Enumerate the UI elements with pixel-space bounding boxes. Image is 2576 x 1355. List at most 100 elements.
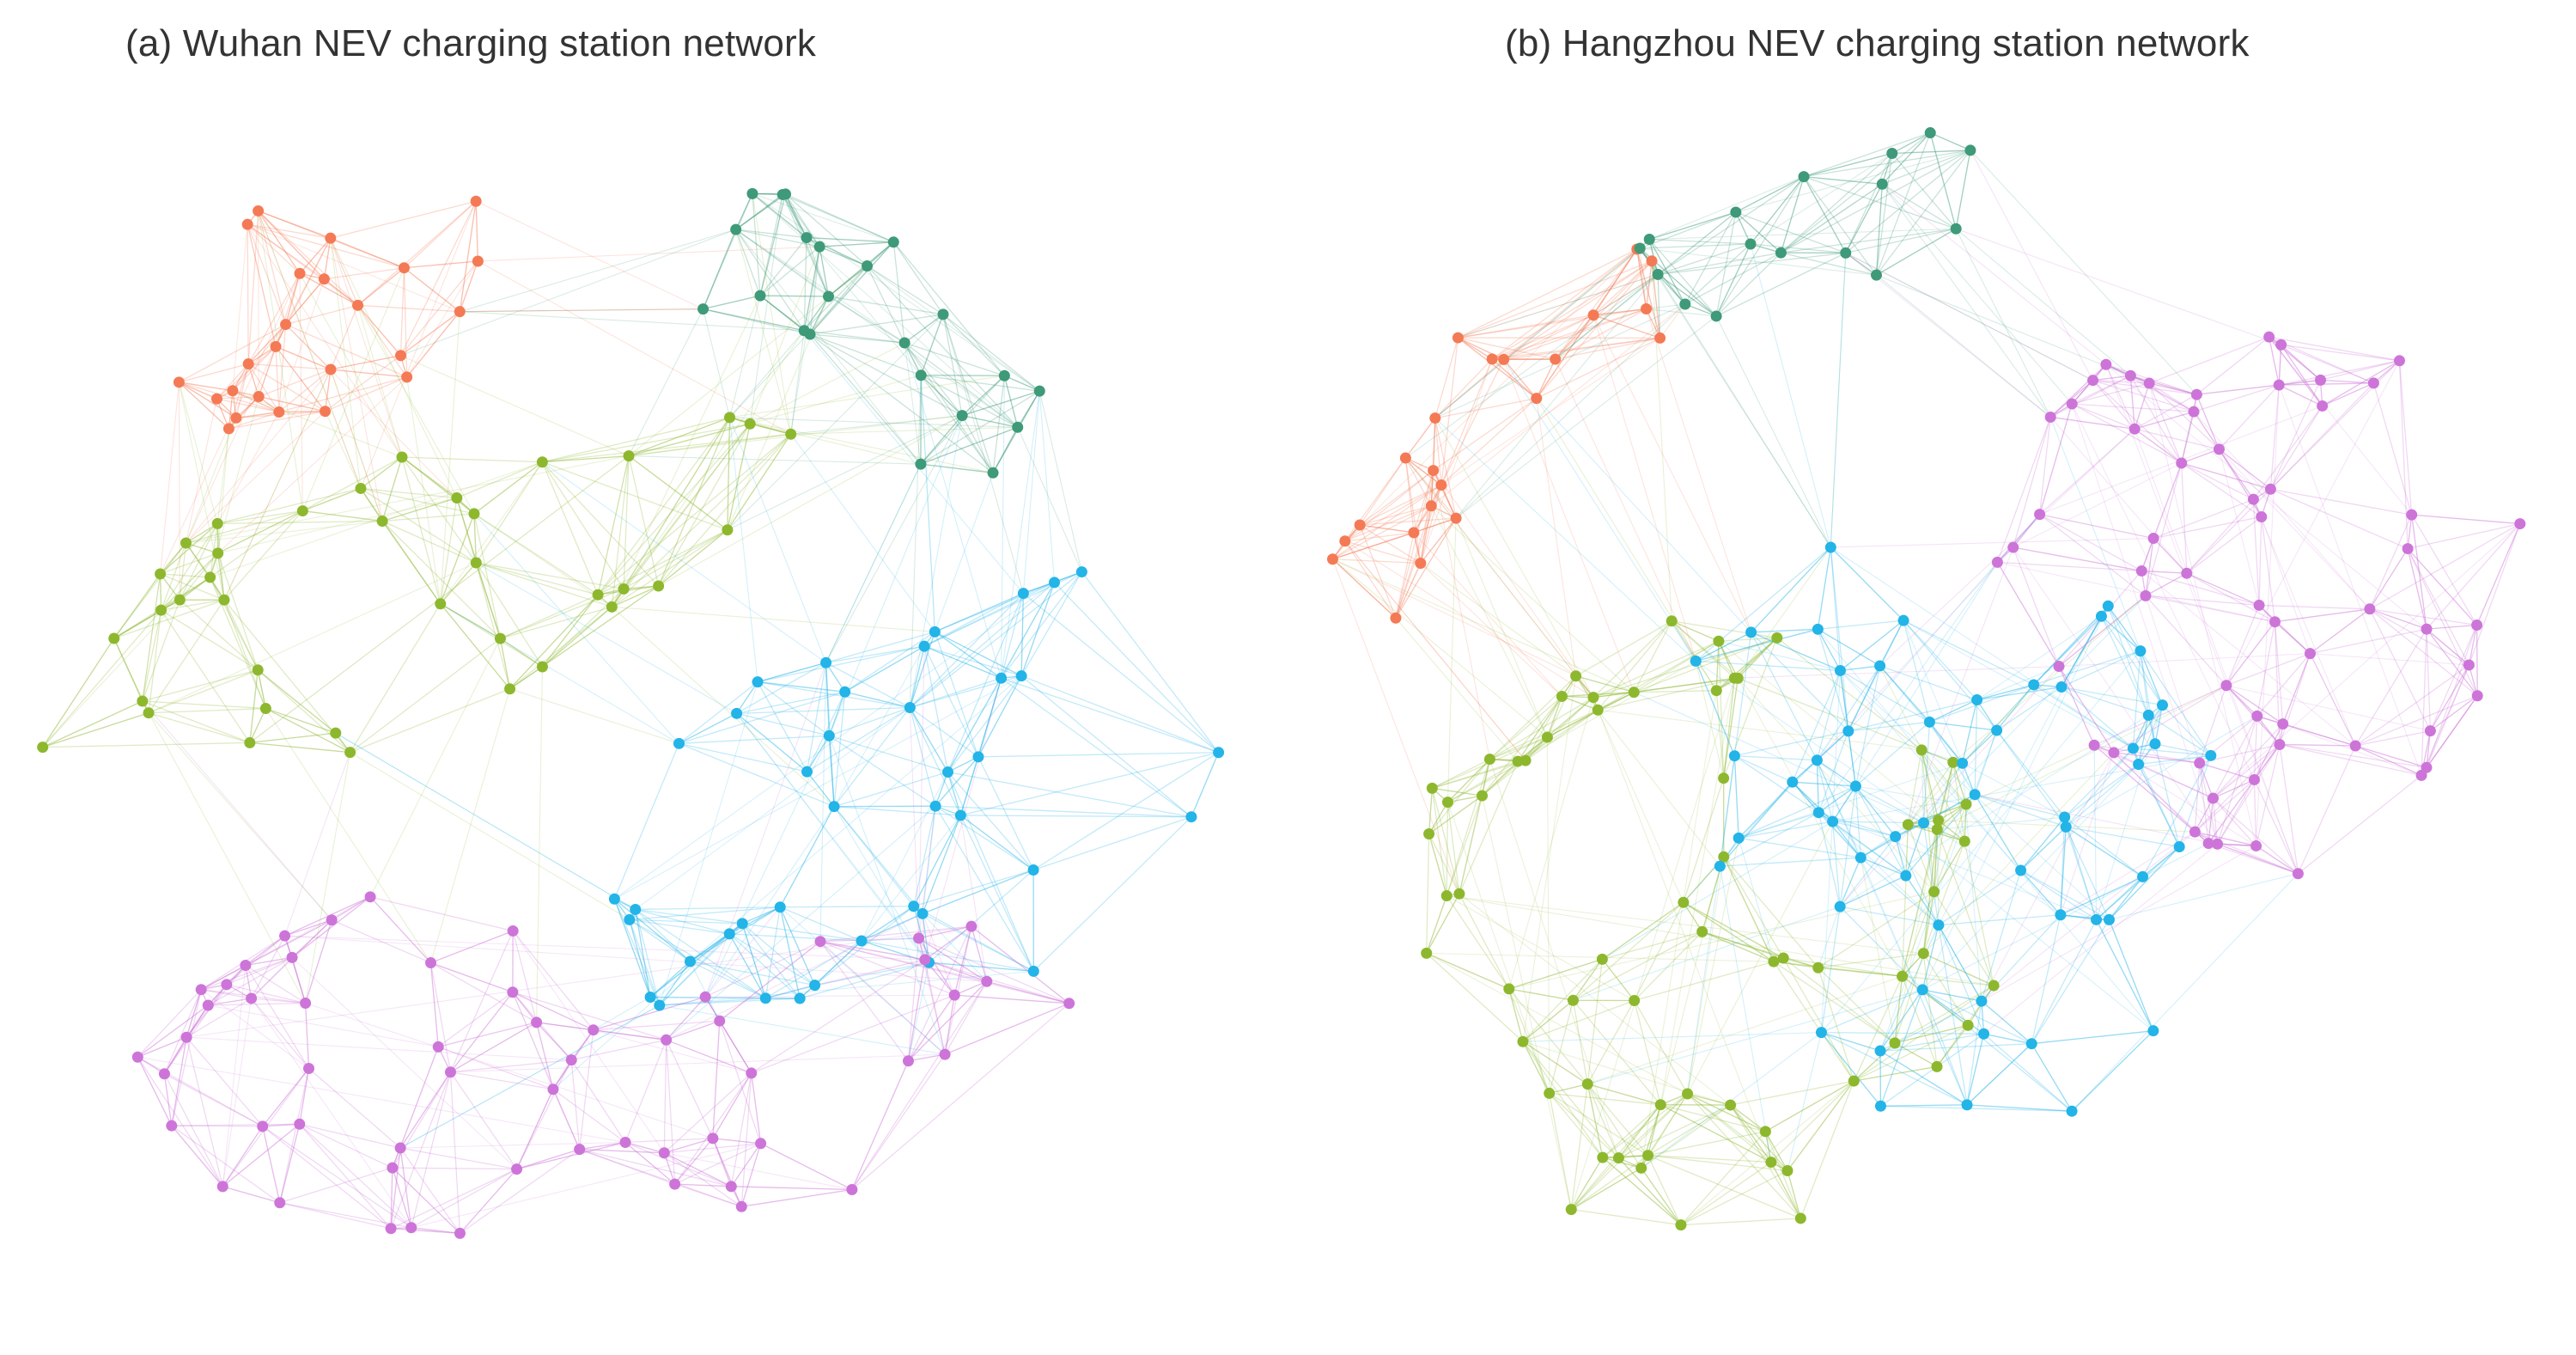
edge-teal: [1875, 184, 1883, 276]
node-orange: [325, 363, 337, 375]
edge-cyan: [828, 735, 835, 807]
edge-olive: [1894, 976, 1903, 1043]
node-teal: [813, 241, 825, 253]
node-teal: [746, 187, 758, 199]
edge-olive: [186, 542, 218, 554]
edge-olive: [1702, 931, 1784, 959]
node-violet: [2066, 398, 2078, 410]
edge-olive: [249, 669, 259, 743]
edge-olive: [1647, 1131, 1766, 1157]
edge-cyan: [1734, 755, 1793, 783]
edge-olive: [475, 562, 502, 639]
node-orange: [320, 406, 332, 418]
edge-olive: [1634, 637, 1778, 693]
edge-violet: [2071, 403, 2255, 780]
edge-cyan: [2108, 876, 2144, 920]
node-violet: [195, 984, 207, 996]
edge-bridge: [429, 688, 511, 963]
edge-violet: [2407, 548, 2427, 630]
node-violet: [202, 999, 214, 1011]
node-cyan: [839, 686, 851, 698]
node-olive: [1771, 632, 1783, 644]
edge-cyan: [690, 923, 743, 962]
edge-violet: [907, 959, 926, 1061]
edge-cyan: [929, 961, 1034, 973]
edge-cyan: [923, 645, 1002, 679]
node-violet: [274, 1197, 286, 1209]
node-orange: [294, 267, 306, 279]
edge-violet: [954, 994, 1069, 1004]
edge-cyan: [1817, 629, 1842, 671]
edge-violet: [284, 935, 925, 961]
edge-violet: [137, 1056, 264, 1127]
edge-cyan: [1839, 875, 1907, 907]
edge-cyan: [1191, 752, 1220, 817]
node-violet: [364, 891, 376, 903]
edge-orange: [1332, 532, 1415, 560]
edge-olive: [541, 588, 624, 668]
edge-orange: [299, 237, 332, 274]
edge-cyan: [741, 923, 766, 998]
node-teal: [822, 290, 834, 302]
edge-orange: [357, 304, 460, 313]
edge-bridge: [611, 330, 805, 607]
edge-teal: [1929, 132, 1957, 229]
edge-cyan: [679, 735, 830, 744]
edge-violet: [2129, 375, 2135, 430]
edge-bridge: [478, 260, 791, 435]
edge-cyan: [1922, 989, 1982, 1002]
edge-violet: [251, 998, 309, 1069]
edge-violet: [2468, 523, 2521, 666]
node-orange: [472, 255, 484, 267]
edge-bridge: [1818, 562, 1998, 814]
edge-violet: [304, 1003, 310, 1069]
edge-violet: [2310, 608, 2371, 655]
edge-violet: [2279, 653, 2311, 745]
edge-olive: [542, 455, 630, 463]
edge-violet: [2186, 572, 2260, 607]
node-cyan: [2147, 1025, 2159, 1037]
edge-orange: [1592, 314, 1660, 339]
edge-cyan: [1921, 764, 2139, 991]
edge-cyan: [1848, 620, 1904, 732]
edge-olive: [1587, 1083, 1661, 1106]
edge-bridge: [1907, 546, 2014, 825]
edge-cyan: [2031, 1030, 2153, 1045]
node-violet: [2176, 457, 2188, 469]
node-orange: [253, 204, 265, 217]
edge-cyan: [1831, 821, 1841, 907]
edge-violet: [251, 998, 412, 1229]
edge-violet: [2369, 608, 2469, 666]
edge-olive: [360, 488, 383, 522]
edge-violet: [2208, 744, 2281, 844]
edge-bridge: [612, 606, 935, 632]
node-violet: [2248, 773, 2260, 785]
edge-olive: [113, 542, 186, 639]
node-orange: [1354, 519, 1366, 531]
edge-violet: [2398, 360, 2413, 516]
edge-olive: [1575, 675, 1635, 693]
edge-olive: [1853, 1024, 1969, 1082]
edge-bridge: [1879, 428, 2135, 667]
edge-bridge: [1592, 273, 1659, 316]
edge-teal: [867, 241, 894, 267]
node-violet: [432, 1041, 444, 1053]
edge-teal: [1780, 176, 1805, 253]
edge-cyan: [909, 582, 1055, 708]
edge-violet: [819, 941, 1069, 1004]
edge-cyan: [959, 756, 979, 816]
edge-violet: [2369, 608, 2478, 697]
edge-cyan: [861, 940, 929, 963]
edge-olive: [1525, 709, 1599, 761]
node-teal: [1730, 206, 1742, 218]
edge-orange: [1332, 558, 1397, 619]
edge-teal: [759, 295, 805, 332]
edge-cyan: [2031, 1043, 2073, 1112]
node-orange: [1654, 332, 1666, 344]
edge-orange: [1433, 470, 1457, 519]
edge-teal: [1845, 183, 1883, 253]
edge-olive: [1680, 1218, 1801, 1226]
edge-cyan: [1879, 665, 1977, 701]
edge-olive: [542, 455, 630, 463]
edge-teal: [867, 241, 894, 267]
